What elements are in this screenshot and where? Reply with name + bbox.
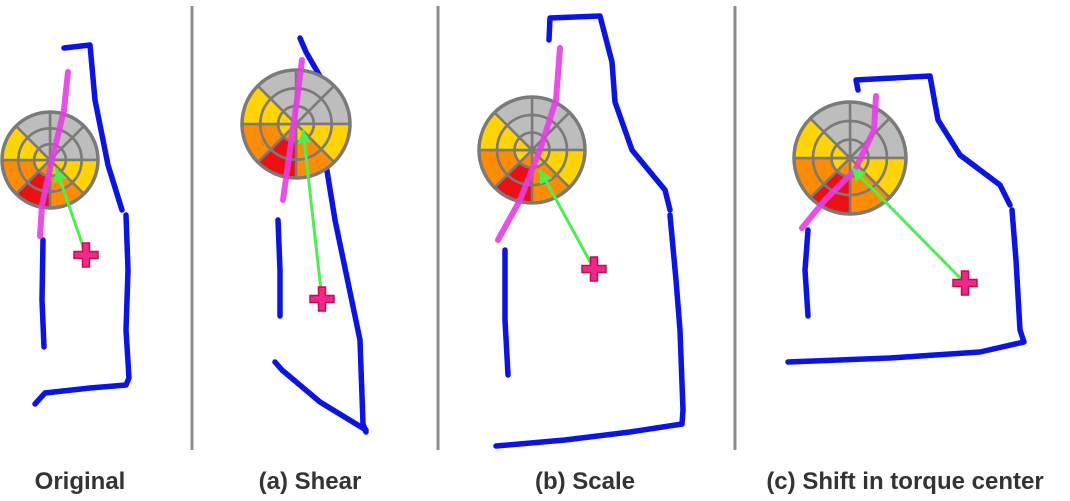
wheel-rim xyxy=(477,95,587,205)
torque-wheel xyxy=(240,68,352,180)
torque-center-marker xyxy=(309,286,335,312)
caption-original: Original xyxy=(34,468,126,495)
bottle-outline-stroke xyxy=(39,237,47,350)
wheel-rim xyxy=(0,110,100,210)
bottle-outline-stroke xyxy=(61,42,125,213)
torque-vector-arrowhead xyxy=(540,170,553,185)
bottle-outline-stroke xyxy=(297,35,369,435)
bottle-outline-stroke xyxy=(272,359,369,433)
bottle-outline-stroke xyxy=(275,217,283,319)
bottle-outline-stroke xyxy=(802,227,811,319)
panel-shear xyxy=(240,35,369,435)
torque-vector xyxy=(538,169,596,270)
torque-center-marker xyxy=(581,256,607,282)
panel-original xyxy=(0,42,132,407)
bottle-outline-stroke xyxy=(32,212,132,407)
panel-dividers xyxy=(190,6,737,450)
torque-vector-arrowhead xyxy=(297,130,312,144)
wheel-middle-ring xyxy=(17,127,83,193)
wheel-middle-ring xyxy=(811,119,889,197)
torque-vector-arrowhead xyxy=(53,168,67,183)
bottle-outline-stroke xyxy=(502,247,511,378)
wheel-rim xyxy=(240,68,352,180)
torque-center-marker xyxy=(73,242,99,268)
bottle-outline-stroke xyxy=(853,73,1013,208)
torque-vector xyxy=(54,167,88,256)
bottle-outline-stroke xyxy=(546,13,673,213)
caption-shear: (a) Shear xyxy=(258,468,362,495)
bottle-outline-stroke xyxy=(785,207,1027,365)
highlighted-stroke xyxy=(495,45,563,243)
panel-scale xyxy=(477,13,686,449)
torque-wheel xyxy=(792,100,908,216)
torque-vector xyxy=(301,129,324,300)
panel-shift-torque-center xyxy=(785,73,1027,365)
highlighted-stroke xyxy=(280,57,305,203)
caption-shift-torque-center: (c) Shift in torque center xyxy=(766,468,1044,495)
wheel-middle-ring xyxy=(495,113,569,187)
torque-vector-arrowhead xyxy=(852,168,867,183)
caption-scale: (b) Scale xyxy=(534,468,636,495)
highlighted-stroke xyxy=(37,69,71,239)
torque-vector xyxy=(850,166,967,285)
wheel-rim xyxy=(792,100,908,216)
torque-wheel xyxy=(477,95,587,205)
torque-center-marker xyxy=(952,270,978,296)
bottle-outline-stroke xyxy=(493,212,686,449)
